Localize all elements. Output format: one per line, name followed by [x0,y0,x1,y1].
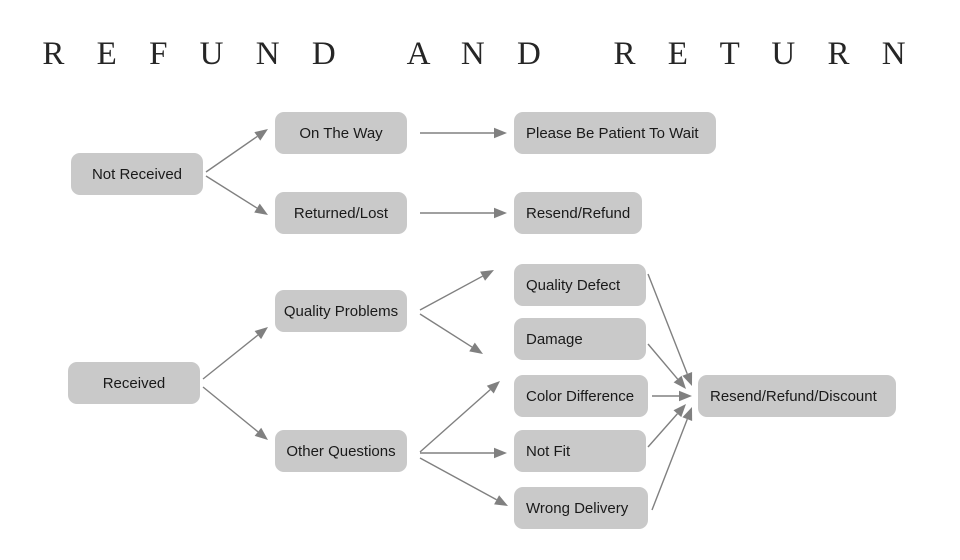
node-label: Please Be Patient To Wait [526,124,699,142]
node-not-fit[interactable]: Not Fit [514,430,646,472]
node-other-questions[interactable]: Other Questions [275,430,407,472]
edge-received-to-other-questions [202,386,268,440]
edge-not-fit-to-final [647,404,686,448]
node-quality-problems[interactable]: Quality Problems [275,290,407,332]
node-label: Returned/Lost [293,204,389,222]
node-label: Wrong Delivery [526,499,629,517]
edge-not-received-to-returned-lost [205,175,268,215]
edge-damage-to-final [647,343,686,389]
edge-quality-defect-to-final [647,273,693,386]
node-label: Quality Problems [283,302,399,320]
node-returned-lost[interactable]: Returned/Lost [275,192,407,234]
edge-returned-lost-to-resend-refund [420,207,507,219]
page-title: R E F U N D A N D R E T U R N [42,36,918,72]
node-label: Quality Defect [526,276,621,294]
edge-quality-problems-to-damage [419,313,483,354]
node-please-be-patient-to-wait[interactable]: Please Be Patient To Wait [514,112,716,154]
edge-received-to-quality-problems [202,327,268,380]
node-resend-refund-discount[interactable]: Resend/Refund/Discount [698,375,896,417]
edge-not-received-to-on-the-way [205,129,268,173]
edge-other-questions-to-wrong-delivery [419,457,508,506]
node-damage[interactable]: Damage [514,318,646,360]
node-label: Resend/Refund [526,204,631,222]
node-resend-refund[interactable]: Resend/Refund [514,192,642,234]
edge-quality-problems-to-quality-defect [419,270,494,311]
node-label: Not Fit [526,442,571,460]
node-quality-defect[interactable]: Quality Defect [514,264,646,306]
edge-wrong-delivery-to-final [651,407,693,511]
edge-other-questions-to-not-fit [420,447,507,459]
edge-on-the-way-to-please-wait [420,127,507,139]
node-not-received[interactable]: Not Received [71,153,203,195]
node-label: Other Questions [286,442,396,460]
node-label: Damage [526,330,583,348]
node-label: Not Received [91,165,183,183]
node-label: Received [102,374,166,392]
node-label: Color Difference [526,387,635,405]
node-on-the-way[interactable]: On The Way [275,112,407,154]
node-label: Resend/Refund/Discount [710,387,877,405]
edge-color-difference-to-final [652,390,692,402]
node-color-difference[interactable]: Color Difference [514,375,648,417]
node-wrong-delivery[interactable]: Wrong Delivery [514,487,648,529]
node-label: On The Way [299,124,383,142]
node-received[interactable]: Received [68,362,200,404]
edge-other-questions-to-color-difference [419,381,500,453]
